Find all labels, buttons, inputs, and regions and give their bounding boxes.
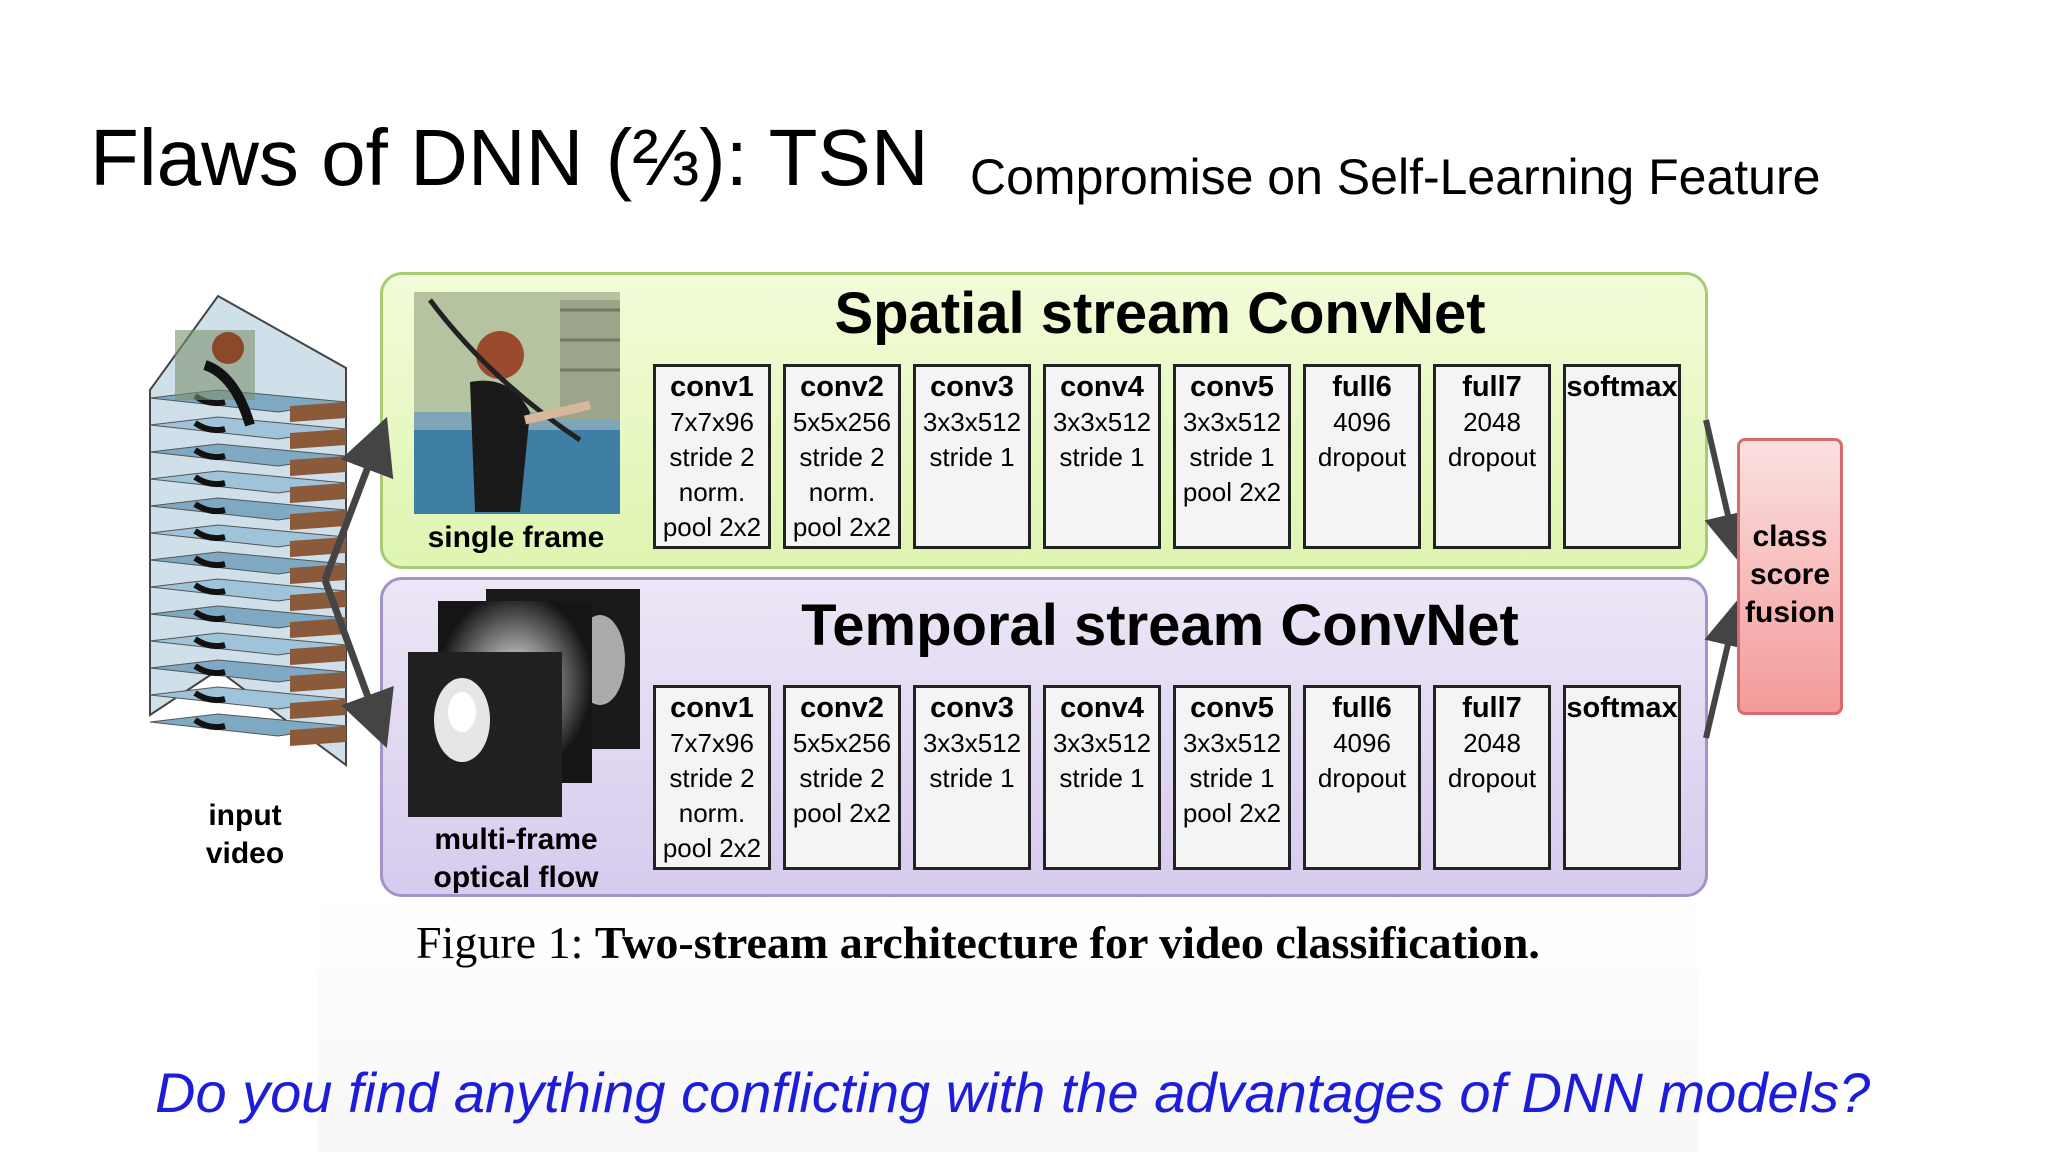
spatial-layer-conv3: conv3 3x3x512 stride 1 bbox=[913, 364, 1031, 549]
layer-spec-line: norm. bbox=[678, 798, 746, 828]
temporal-layer-softmax: softmax bbox=[1563, 685, 1681, 870]
temporal-layer-full7: full7 2048 dropout bbox=[1433, 685, 1551, 870]
temporal-layer-conv2: conv2 5x5x256 stride 2 pool 2x2 bbox=[783, 685, 901, 870]
layer-spec-line: 5x5x256 bbox=[792, 407, 892, 437]
layer-spec-line: pool 2x2 bbox=[792, 512, 892, 542]
layer-name: conv5 bbox=[1190, 371, 1274, 403]
layer-name: conv3 bbox=[930, 692, 1014, 724]
layer-spec-line: dropout bbox=[1447, 763, 1537, 793]
layer-spec-line: 4096 bbox=[1333, 407, 1391, 437]
layer-spec-line: dropout bbox=[1317, 442, 1407, 472]
spatial-layer-conv1: conv1 7x7x96 stride 2 norm. pool 2x2 bbox=[653, 364, 771, 549]
layer-spec-line: norm. bbox=[808, 477, 876, 507]
layer-name: full6 bbox=[1332, 692, 1392, 724]
layer-spec-line: pool 2x2 bbox=[1182, 477, 1282, 507]
temporal-layer-conv1: conv1 7x7x96 stride 2 norm. pool 2x2 bbox=[653, 685, 771, 870]
layer-spec-line: 2048 bbox=[1463, 407, 1521, 437]
temporal-layer-full6: full6 4096 dropout bbox=[1303, 685, 1421, 870]
layer-spec-line: pool 2x2 bbox=[1182, 798, 1282, 828]
optical-flow-images bbox=[408, 589, 640, 817]
layer-name: conv1 bbox=[670, 371, 754, 403]
spatial-layer-conv2: conv2 5x5x256 stride 2 norm. pool 2x2 bbox=[783, 364, 901, 549]
layer-name: conv2 bbox=[800, 371, 884, 403]
fusion-label: class score fusion bbox=[1740, 518, 1840, 632]
fusion-line2: score bbox=[1749, 558, 1831, 591]
spatial-stream-title: Spatial stream ConvNet bbox=[834, 281, 1486, 346]
layer-spec-line: stride 1 bbox=[1189, 763, 1275, 793]
fusion-line3: fusion bbox=[1745, 596, 1835, 629]
discussion-question: Do you find anything conflicting with th… bbox=[155, 1061, 1871, 1124]
layer-spec-line: 3x3x512 bbox=[1052, 407, 1152, 437]
temporal-layer-conv4: conv4 3x3x512 stride 1 bbox=[1043, 685, 1161, 870]
layer-spec-line: 7x7x96 bbox=[670, 407, 754, 437]
layer-name: conv3 bbox=[930, 371, 1014, 403]
spatial-layer-full7: full7 2048 dropout bbox=[1433, 364, 1551, 549]
layer-spec-line: stride 1 bbox=[1059, 763, 1145, 793]
temporal-layer-conv5: conv5 3x3x512 stride 1 pool 2x2 bbox=[1173, 685, 1291, 870]
layer-spec-line: 3x3x512 bbox=[1182, 728, 1282, 758]
slide-subtitle: Compromise on Self-Learning Feature bbox=[970, 149, 1821, 205]
layer-name: conv2 bbox=[800, 692, 884, 724]
layer-spec-line: 2048 bbox=[1463, 728, 1521, 758]
single-frame-image bbox=[414, 292, 620, 514]
spatial-layer-softmax: softmax bbox=[1563, 364, 1681, 549]
arrow-to-temporal bbox=[321, 578, 394, 749]
layer-name: full6 bbox=[1332, 371, 1392, 403]
slide-title: Flaws of DNN (⅔): TSN bbox=[90, 113, 929, 202]
layer-spec-line: 4096 bbox=[1333, 728, 1391, 758]
layer-name: full7 bbox=[1462, 692, 1522, 724]
layer-name: conv4 bbox=[1060, 692, 1144, 724]
input-video-label: input video bbox=[205, 797, 285, 873]
layer-spec-line: stride 2 bbox=[669, 763, 755, 793]
optical-flow-caption: multi-frame optical flow bbox=[416, 821, 616, 897]
arrow-to-spatial bbox=[321, 416, 394, 582]
temporal-layer-conv3: conv3 3x3x512 stride 1 bbox=[913, 685, 1031, 870]
layer-spec-line: dropout bbox=[1317, 763, 1407, 793]
layer-name: conv4 bbox=[1060, 371, 1144, 403]
input-video-stack bbox=[149, 294, 347, 767]
arrow-spatial-to-fusion bbox=[1703, 419, 1752, 562]
layer-spec-line: pool 2x2 bbox=[792, 798, 892, 828]
layer-spec-line: norm. bbox=[678, 477, 746, 507]
figure-background bbox=[318, 892, 1698, 1152]
figure-caption-text: Two-stream architecture for video classi… bbox=[594, 917, 1540, 968]
layer-spec-line: 3x3x512 bbox=[1182, 407, 1282, 437]
layer-spec-line: stride 2 bbox=[799, 442, 885, 472]
single-frame-caption: single frame bbox=[427, 521, 605, 554]
arrow-temporal-to-fusion bbox=[1703, 598, 1752, 739]
spatial-layer-conv5: conv5 3x3x512 stride 1 pool 2x2 bbox=[1173, 364, 1291, 549]
layer-spec-line: stride 2 bbox=[669, 442, 755, 472]
class-score-fusion-box: class score fusion bbox=[1737, 438, 1843, 715]
layer-name: softmax bbox=[1566, 692, 1678, 724]
figure-caption-prefix: Figure 1: bbox=[416, 917, 595, 968]
layer-spec-line: stride 1 bbox=[1189, 442, 1275, 472]
fusion-line1: class bbox=[1752, 520, 1828, 553]
layer-name: full7 bbox=[1462, 371, 1522, 403]
layer-spec-line: 3x3x512 bbox=[922, 728, 1022, 758]
layer-spec-line: dropout bbox=[1447, 442, 1537, 472]
layer-name: softmax bbox=[1566, 371, 1678, 403]
layer-name: conv1 bbox=[670, 692, 754, 724]
layer-spec-line: 3x3x512 bbox=[1052, 728, 1152, 758]
input-label-line1: input bbox=[208, 799, 282, 832]
layer-spec-line: stride 2 bbox=[799, 763, 885, 793]
layer-spec-line: stride 1 bbox=[1059, 442, 1145, 472]
spatial-layer-full6: full6 4096 dropout bbox=[1303, 364, 1421, 549]
layer-spec-line: 5x5x256 bbox=[792, 728, 892, 758]
figure-caption: Figure 1: Two-stream architecture for vi… bbox=[416, 920, 1540, 966]
layer-spec-line: stride 1 bbox=[929, 442, 1015, 472]
temporal-stream-title: Temporal stream ConvNet bbox=[801, 593, 1519, 658]
layer-spec-line: stride 1 bbox=[929, 763, 1015, 793]
spatial-layer-conv4: conv4 3x3x512 stride 1 bbox=[1043, 364, 1161, 549]
layer-name: conv5 bbox=[1190, 692, 1274, 724]
layer-spec-line: 3x3x512 bbox=[922, 407, 1022, 437]
input-label-line2: video bbox=[205, 837, 285, 870]
layer-spec-line: 7x7x96 bbox=[670, 728, 754, 758]
layer-spec-line: pool 2x2 bbox=[662, 512, 762, 542]
optical-flow-caption-line2: optical flow bbox=[433, 861, 599, 894]
layer-spec-line: pool 2x2 bbox=[662, 833, 762, 863]
optical-flow-caption-line1: multi-frame bbox=[434, 823, 598, 856]
